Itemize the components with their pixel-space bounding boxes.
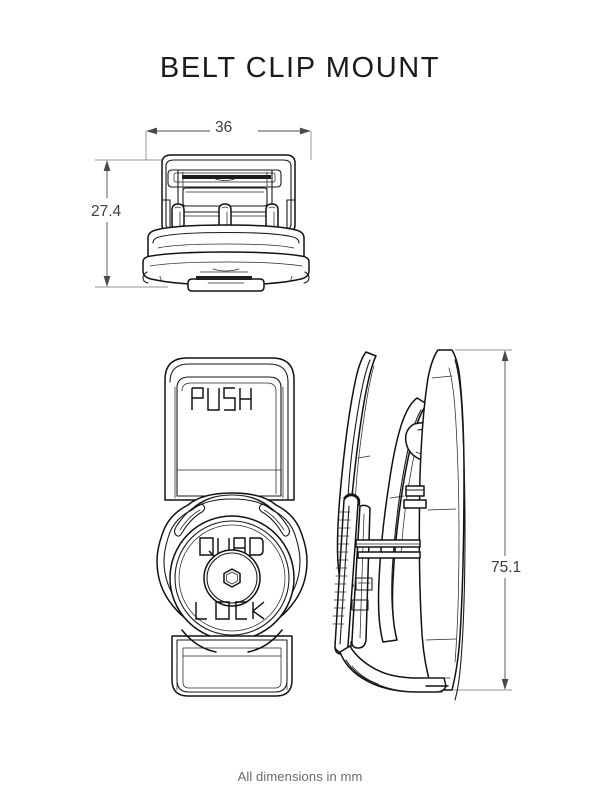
- dimension-label-depth: 27.4: [88, 203, 125, 221]
- dimension-width-36: [145, 127, 312, 160]
- dimension-label-height: 75.1: [488, 559, 525, 577]
- dimension-depth-27-4: [95, 159, 168, 288]
- front-view-drawing: [156, 357, 308, 697]
- front-view-quadlock-mount: [156, 492, 308, 641]
- page-title: BELT CLIP MOUNT: [159, 52, 441, 84]
- front-view-push-label: [191, 387, 252, 411]
- dimension-label-width: 36: [212, 119, 236, 137]
- side-view-drawing: [332, 349, 466, 701]
- top-view-drawing: [142, 154, 310, 292]
- front-view-lock-label: [195, 601, 265, 620]
- footer-units-note: All dimensions in mm: [237, 769, 363, 784]
- side-view-clip-grip: [332, 493, 361, 655]
